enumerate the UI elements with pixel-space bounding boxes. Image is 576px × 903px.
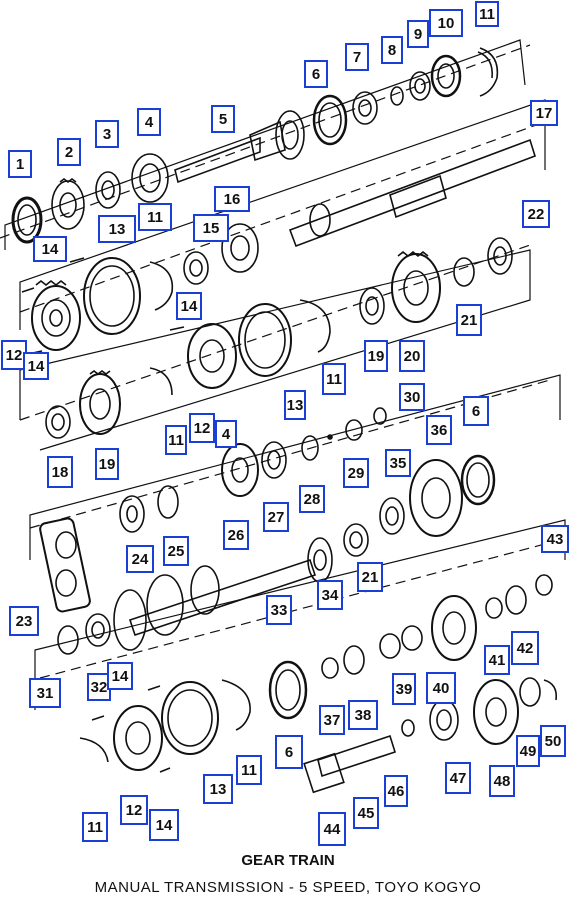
callout-box: 37 [319, 705, 345, 735]
callout-box: 31 [29, 678, 61, 708]
callout-box: 48 [489, 765, 515, 797]
callout-box: 1 [8, 150, 32, 178]
callout-box: 42 [511, 631, 539, 665]
callout-box: 21 [456, 304, 482, 336]
callout-box: 17 [530, 100, 558, 126]
callout-box: 30 [399, 383, 425, 411]
callout-box: 11 [322, 363, 346, 395]
row5-parts [57, 585, 558, 794]
callout-box: 23 [9, 606, 39, 636]
callout-box: 34 [317, 580, 343, 610]
callout-box: 18 [47, 456, 73, 488]
callout-box: 39 [392, 673, 416, 705]
callout-box: 4 [215, 420, 237, 448]
exploded-view-illustration [0, 39, 566, 794]
callout-box: 27 [263, 502, 289, 532]
callout-box: 25 [163, 536, 189, 566]
callout-box: 20 [399, 340, 425, 372]
callout-box: 21 [357, 562, 383, 592]
callout-box: 6 [463, 396, 489, 426]
callout-box: 46 [384, 775, 408, 807]
callout-box: 19 [364, 340, 388, 372]
diagram-subtitle: MANUAL TRANSMISSION - 5 SPEED, TOYO KOGY… [94, 879, 482, 896]
axis-guide-lines [0, 44, 561, 679]
callout-box: 28 [299, 485, 325, 513]
callout-box: 49 [516, 735, 540, 767]
callout-box: 26 [223, 520, 249, 550]
callout-box: 14 [149, 809, 179, 841]
callout-box: 43 [541, 525, 569, 553]
callout-box: 19 [95, 448, 119, 480]
callout-box: 13 [98, 215, 136, 243]
callout-box: 24 [126, 545, 154, 573]
callout-box: 47 [445, 762, 471, 794]
callout-box: 7 [345, 43, 369, 71]
callout-box: 12 [189, 413, 215, 443]
callout-box: 44 [318, 812, 346, 846]
callout-box: 14 [33, 236, 67, 262]
callout-box: 9 [407, 20, 429, 48]
callout-box: 12 [1, 340, 27, 370]
row2-parts [21, 138, 536, 396]
callout-box: 13 [284, 390, 306, 420]
callout-box: 6 [275, 735, 303, 769]
callout-box: 40 [426, 672, 456, 704]
callout-box: 36 [426, 415, 452, 445]
callout-box: 11 [138, 203, 172, 231]
row4-parts [39, 485, 553, 651]
callout-box: 22 [522, 200, 550, 228]
callout-box: 45 [353, 797, 379, 829]
callout-box: 35 [385, 449, 411, 477]
callout-box: 6 [304, 60, 328, 88]
callout-box: 16 [214, 186, 250, 212]
callout-box: 14 [23, 352, 49, 380]
row3-parts [45, 370, 496, 537]
callout-box: 10 [429, 9, 463, 37]
callout-box: 12 [120, 795, 148, 825]
callout-box: 11 [165, 425, 187, 455]
callout-box: 11 [236, 755, 262, 785]
callout-box: 29 [343, 458, 369, 488]
callout-box: 4 [137, 108, 161, 136]
callout-box: 11 [82, 812, 108, 842]
callout-box: 3 [95, 120, 119, 148]
callout-box: 15 [193, 214, 229, 242]
callout-box: 50 [540, 725, 566, 757]
callout-box: 14 [107, 662, 133, 690]
callout-box: 38 [348, 700, 378, 730]
callout-box: 5 [211, 105, 235, 133]
callout-box: 14 [176, 292, 202, 320]
callout-box: 2 [57, 138, 81, 166]
callout-box: 8 [381, 36, 403, 64]
diagram-title: GEAR TRAIN [241, 852, 335, 869]
callout-box: 41 [484, 645, 510, 675]
row1-parts [11, 47, 499, 244]
callout-box: 33 [266, 595, 292, 625]
callout-box: 11 [475, 1, 499, 27]
callout-box: 13 [203, 774, 233, 804]
